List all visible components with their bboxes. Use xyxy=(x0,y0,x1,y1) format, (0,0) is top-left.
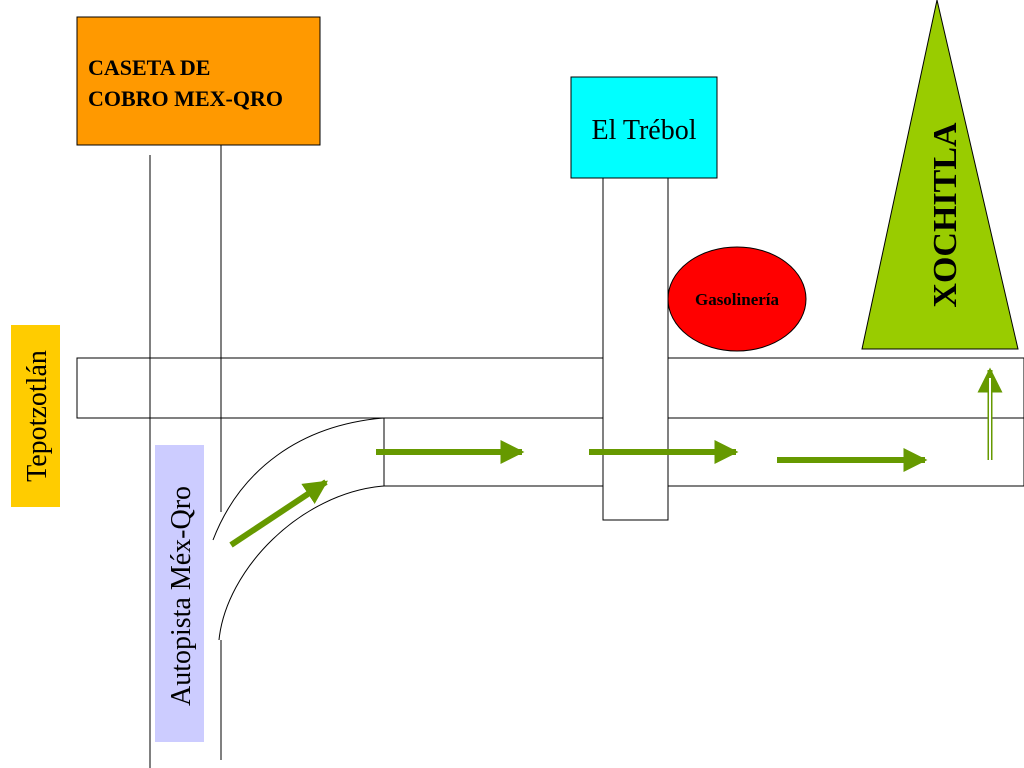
gasolineria-label: Gasolinería xyxy=(695,290,780,309)
autopista-box xyxy=(155,445,204,742)
xochitla-label: XOCHITLA xyxy=(927,122,964,308)
main-road xyxy=(76,357,1024,419)
ramp-curve-inner xyxy=(212,417,385,541)
trebol-box xyxy=(570,76,718,179)
tepotzotlan-label: Tepotzotlán xyxy=(22,350,53,482)
tepotzotlan-box xyxy=(11,325,60,507)
caseta-box xyxy=(76,16,321,146)
caseta-label-line2: COBRO MEX-QRO xyxy=(88,86,283,111)
autopista-label: Autopista Méx-Qro xyxy=(166,486,197,706)
ramp-curve-outer xyxy=(218,485,385,641)
gasolineria-ellipse xyxy=(667,246,807,352)
trebol-label: El Trébol xyxy=(591,115,696,146)
trebol-road xyxy=(602,177,669,521)
xochitla-triangle xyxy=(861,0,1019,350)
arrow-right-icon xyxy=(229,479,329,548)
caseta-label-line1: CASETA DE xyxy=(88,55,210,80)
